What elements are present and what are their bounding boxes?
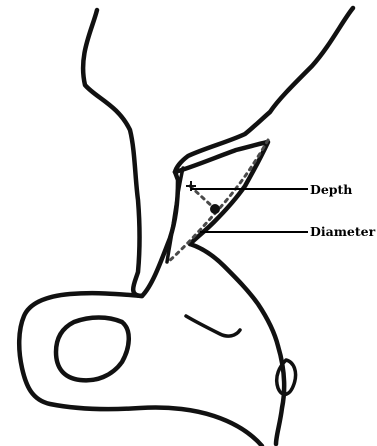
diameter-label: Diameter: [310, 224, 376, 239]
pelvis-body-outline: [19, 293, 262, 446]
depth-label: Depth: [310, 182, 352, 197]
obturator-foramen-outline: [56, 318, 129, 381]
fossa-notch-outline: [186, 316, 240, 336]
femoral-head-outline: [83, 10, 178, 296]
socket-front-edge: [167, 168, 183, 262]
intersection-dot: [210, 204, 220, 214]
